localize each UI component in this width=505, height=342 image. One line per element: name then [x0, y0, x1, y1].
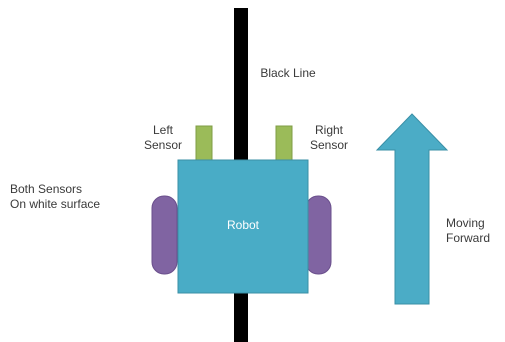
left-sensor-label-line-1: Left — [152, 123, 173, 137]
moving-forward-label: Moving Forward — [446, 216, 490, 246]
left-sensor-label: Left Sensor — [136, 123, 190, 153]
both-sensors-label: Both Sensors On white surface — [10, 182, 100, 212]
black-line-label: Black Line — [260, 66, 316, 80]
robot-label: Robot — [226, 218, 260, 232]
moving-forward-label-line-2: Forward — [446, 231, 491, 245]
right-sensor — [275, 125, 293, 161]
right-sensor-label: Right Sensor — [304, 123, 354, 153]
both-sensors-label-line-1: Both Sensors — [10, 182, 83, 196]
left-sensor-label-line-2: Sensor — [143, 138, 183, 152]
forward-arrow — [375, 113, 449, 305]
left-wheel — [151, 195, 178, 275]
right-sensor-label-line-1: Right — [314, 123, 343, 137]
right-sensor-label-line-2: Sensor — [309, 138, 349, 152]
robot-body — [177, 159, 309, 294]
moving-forward-label-line-1: Moving — [446, 216, 485, 230]
right-wheel — [305, 195, 332, 275]
left-sensor — [195, 125, 213, 161]
both-sensors-label-line-2: On white surface — [10, 197, 101, 211]
